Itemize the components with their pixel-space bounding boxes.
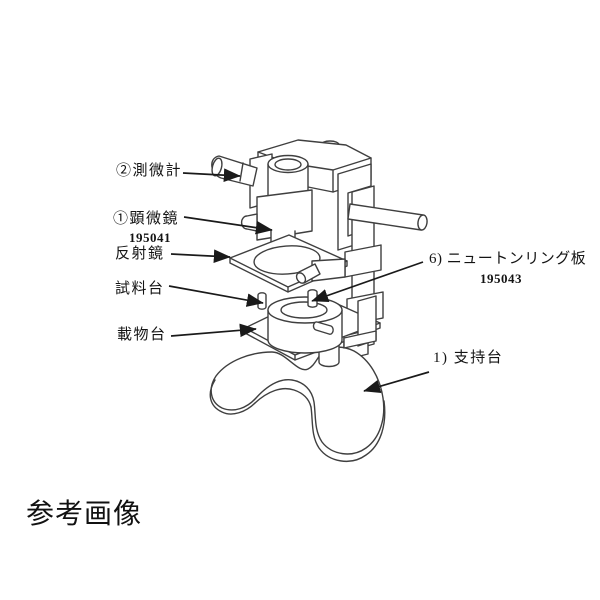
mirror-plate [229, 234, 348, 293]
label-newton-ring-plate: 6) ニュートンリング板 [429, 251, 587, 267]
page-caption: 参考画像 [26, 497, 143, 530]
arrow-sample-stage [168, 285, 264, 307]
arrow-object-stage [170, 323, 257, 338]
support-base [209, 346, 386, 463]
label-newton-ring-code: 195043 [480, 271, 522, 286]
label-support-stand: 1) 支持台 [433, 350, 504, 366]
arrow-newton-ring [311, 261, 424, 303]
label-reflector: 反射鏡 [115, 246, 165, 262]
sample-stage-cylinder [257, 289, 343, 354]
label-microscope: ①顕微鏡 [113, 211, 180, 227]
arrow-microscope [183, 216, 273, 235]
arrow-micrometer [182, 168, 241, 182]
label-micrometer: ②測微計 [116, 163, 183, 179]
stage-bracket [343, 295, 377, 349]
label-object-stage: 載物台 [117, 327, 167, 343]
callout-arrows [168, 168, 430, 393]
label-microscope-code: 195041 [129, 230, 171, 245]
arrow-support [363, 371, 430, 393]
arrow-reflector [170, 249, 231, 263]
side-rod [347, 203, 428, 231]
label-sample-stage: 試料台 [115, 281, 165, 297]
